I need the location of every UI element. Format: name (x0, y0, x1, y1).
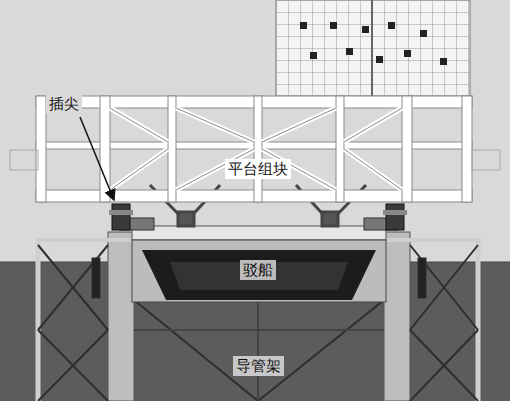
platform-truss (10, 96, 500, 202)
stab-in-tips (109, 204, 407, 230)
part-label: 平台组块 (225, 159, 291, 179)
part-label: 插尖 (46, 94, 82, 114)
part-label: 导管架 (233, 356, 284, 376)
jacket-structure (36, 232, 480, 401)
barge (120, 218, 398, 302)
part-label: 驳船 (240, 260, 276, 280)
leader-arrow (80, 117, 114, 200)
topsides-module (276, 0, 470, 96)
